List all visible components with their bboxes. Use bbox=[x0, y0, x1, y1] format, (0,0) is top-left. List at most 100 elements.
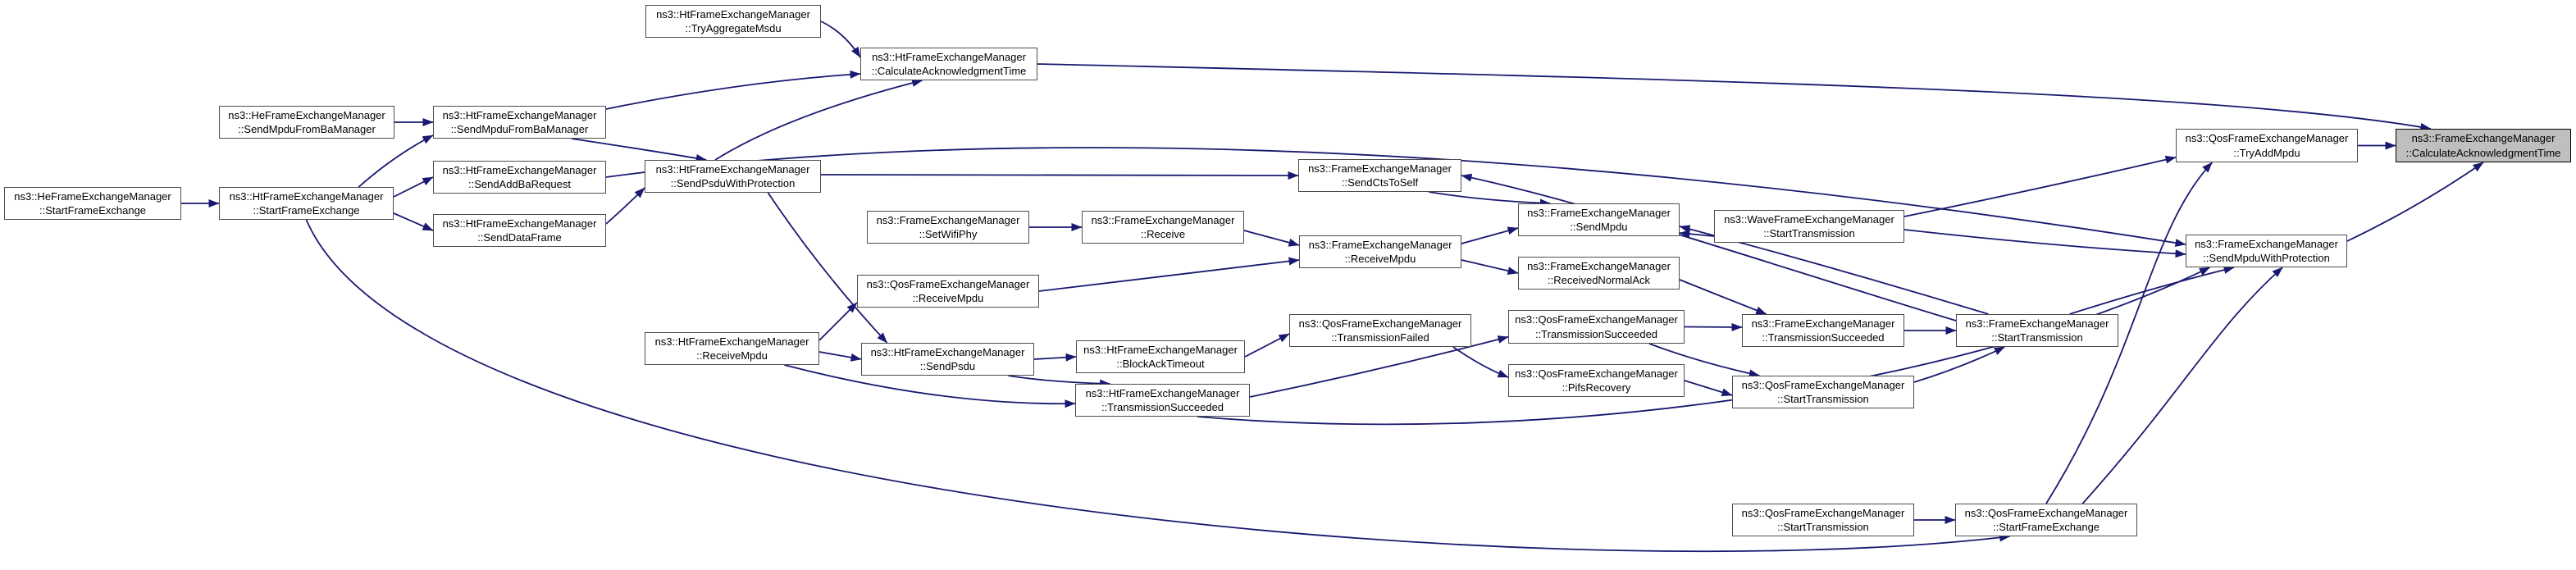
graph-node-ht-send-add-ba-request[interactable]: ns3::HtFrameExchangeManager::SendAddBaRe… bbox=[433, 161, 606, 194]
graph-node-fem-receive[interactable]: ns3::FrameExchangeManager::Receive bbox=[1082, 211, 1244, 244]
node-label-line1: ns3::HtFrameExchangeManager bbox=[229, 189, 384, 203]
node-label-line2: ::ReceivedNormalAck bbox=[1548, 274, 1650, 286]
graph-node-qos-transmission-succeeded[interactable]: ns3::QosFrameExchangeManager::Transmissi… bbox=[1508, 310, 1685, 344]
edge-fem-receive-to-fem-receive-mpdu bbox=[1243, 230, 1300, 247]
graph-node-fem-send-mpdu[interactable]: ns3::FrameExchangeManager::SendMpdu bbox=[1518, 203, 1680, 236]
graph-node-ht-send-psdu-with-protection[interactable]: ns3::HtFrameExchangeManager::SendPsduWit… bbox=[645, 160, 821, 193]
edge-fem-receive-mpdu-to-fem-send-mpdu bbox=[1461, 226, 1519, 244]
node-label-line1: ns3::FrameExchangeManager bbox=[1308, 162, 1452, 175]
node-label-line1: ns3::FrameExchangeManager bbox=[876, 213, 1020, 226]
node-label-line2: ::SendPsdu bbox=[919, 360, 976, 372]
node-label-line2: ::Receive bbox=[1140, 228, 1186, 240]
edge-ht-send-data-frame-to-ht-send-psdu-with-protection bbox=[605, 187, 645, 225]
edge-qos-pifs-recovery-to-qos-start-transmission-mid bbox=[1684, 380, 1733, 397]
graph-node-ht-send-mpdu-from-ba-manager[interactable]: ns3::HtFrameExchangeManager::SendMpduFro… bbox=[433, 106, 606, 139]
graph-node-ht-calculate-acknowledgment-time[interactable]: ns3::HtFrameExchangeManager::CalculateAc… bbox=[860, 48, 1037, 80]
edge-ht-start-frame-exchange-to-ht-send-add-ba-request bbox=[393, 176, 434, 198]
edge-ht-send-mpdu-from-ba-manager-to-ht-calculate-acknowledgment-time bbox=[605, 70, 861, 110]
node-label-line1: ns3::HeFrameExchangeManager bbox=[228, 108, 385, 121]
node-label-line1: ns3::FrameExchangeManager bbox=[1527, 206, 1671, 219]
graph-node-fem-calculate-acknowledgment-time[interactable]: ns3::FrameExchangeManager::CalculateAckn… bbox=[2396, 129, 2571, 162]
edge-fem-start-transmission-to-fem-send-cts-to-self bbox=[1461, 173, 1957, 321]
node-label-line2: ::TransmissionSucceeded bbox=[1762, 331, 1885, 344]
node-label-line2: ::CalculateAcknowledgmentTime bbox=[871, 65, 1027, 77]
node-label-line1: ns3::HtFrameExchangeManager bbox=[870, 345, 1025, 358]
node-label-line1: ns3::QosFrameExchangeManager bbox=[1741, 506, 1905, 519]
graph-node-ht-try-aggregate-msdu[interactable]: ns3::HtFrameExchangeManager::TryAggregat… bbox=[645, 5, 821, 38]
graph-node-fem-transmission-succeeded[interactable]: ns3::FrameExchangeManager::TransmissionS… bbox=[1742, 314, 1904, 347]
node-label-line2: ::StartFrameExchange bbox=[39, 204, 147, 217]
node-label-line1: ns3::HeFrameExchangeManager bbox=[14, 189, 171, 203]
node-label-line1: ns3::HtFrameExchangeManager bbox=[442, 163, 597, 176]
edge-ht-send-mpdu-from-ba-manager-to-ht-send-psdu-with-protection bbox=[571, 138, 707, 162]
node-label-line1: ns3::HtFrameExchangeManager bbox=[442, 217, 597, 230]
node-label-line1: ns3::QosFrameExchangeManager bbox=[866, 277, 1030, 290]
graph-node-fem-send-cts-to-self[interactable]: ns3::FrameExchangeManager::SendCtsToSelf bbox=[1298, 159, 1461, 192]
graph-node-qos-pifs-recovery[interactable]: ns3::QosFrameExchangeManager::PifsRecove… bbox=[1508, 364, 1685, 397]
graph-node-ht-receive-mpdu[interactable]: ns3::HtFrameExchangeManager::ReceiveMpdu bbox=[645, 332, 819, 365]
node-label-line2: ::SendPsduWithProtection bbox=[670, 177, 796, 189]
edge-qos-start-frame-exchange-to-fem-send-mpdu-with-protection bbox=[2081, 267, 2283, 504]
edge-qos-transmission-succeeded-to-fem-transmission-succeeded bbox=[1684, 322, 1743, 331]
graph-node-he-send-mpdu-from-ba-manager[interactable]: ns3::HeFrameExchangeManager::SendMpduFro… bbox=[219, 106, 394, 139]
graph-node-qos-transmission-failed[interactable]: ns3::QosFrameExchangeManager::Transmissi… bbox=[1289, 314, 1471, 347]
node-label-line1: ns3::QosFrameExchangeManager bbox=[1964, 506, 2128, 519]
graph-node-ht-send-psdu[interactable]: ns3::HtFrameExchangeManager::SendPsdu bbox=[861, 343, 1034, 376]
edge-ht-send-psdu-with-protection-to-ht-calculate-acknowledgment-time bbox=[714, 79, 923, 161]
edge-fem-send-cts-to-self-to-fem-send-mpdu bbox=[1429, 191, 1551, 207]
graph-node-ht-start-frame-exchange[interactable]: ns3::HtFrameExchangeManager::StartFrameE… bbox=[219, 187, 394, 220]
node-label-line1: ns3::HtFrameExchangeManager bbox=[442, 108, 597, 121]
graph-node-fem-received-normal-ack[interactable]: ns3::FrameExchangeManager::ReceivedNorma… bbox=[1518, 257, 1680, 290]
node-label-line2: ::StartFrameExchange bbox=[253, 204, 360, 217]
edge-wave-start-transmission-to-fem-send-mpdu bbox=[1679, 230, 1715, 239]
graph-node-qos-start-frame-exchange[interactable]: ns3::QosFrameExchangeManager::StartFrame… bbox=[1955, 504, 2137, 536]
graph-node-ht-transmission-succeeded[interactable]: ns3::HtFrameExchangeManager::Transmissio… bbox=[1075, 384, 1250, 417]
node-label-line1: ns3::HtFrameExchangeManager bbox=[656, 7, 810, 21]
node-label-line2: ::StartTransmission bbox=[1777, 393, 1869, 405]
node-label-line2: ::SendMpdu bbox=[1570, 221, 1628, 233]
node-label-line2: ::PifsRecovery bbox=[1562, 381, 1631, 394]
node-label-line2: ::CalculateAcknowledgmentTime bbox=[2405, 146, 2561, 159]
node-label-line1: ns3::FrameExchangeManager bbox=[1965, 317, 2109, 330]
node-label-line1: ns3::HtFrameExchangeManager bbox=[872, 50, 1026, 63]
node-label-line2: ::SendMpduWithProtection bbox=[2203, 252, 2330, 264]
edge-qos-start-transmission-mid-to-fem-start-transmission bbox=[1913, 346, 2005, 383]
graph-node-fem-set-wifi-phy[interactable]: ns3::FrameExchangeManager::SetWifiPhy bbox=[867, 211, 1029, 244]
node-label-line2: ::SetWifiPhy bbox=[919, 228, 978, 240]
node-label-line2: ::StartFrameExchange bbox=[1992, 521, 2100, 533]
node-label-line1: ns3::FrameExchangeManager bbox=[1308, 238, 1452, 251]
graph-node-wave-start-transmission[interactable]: ns3::WaveFrameExchangeManager::StartTran… bbox=[1714, 210, 1904, 243]
graph-node-fem-start-transmission[interactable]: ns3::FrameExchangeManager::StartTransmis… bbox=[1956, 314, 2118, 347]
node-label-line1: ns3::QosFrameExchangeManager bbox=[1515, 313, 1678, 326]
edge-qos-receive-mpdu-to-fem-receive-mpdu bbox=[1038, 257, 1300, 292]
node-label-line2: ::ReceiveMpdu bbox=[696, 349, 768, 362]
node-label-line1: ns3::QosFrameExchangeManager bbox=[1741, 378, 1905, 391]
node-label-line2: ::TransmissionSucceeded bbox=[1534, 327, 1658, 340]
edge-fem-received-normal-ack-to-fem-transmission-succeeded bbox=[1679, 279, 1767, 315]
node-label-line2: ::SendMpduFromBaManager bbox=[450, 123, 589, 135]
node-label-line2: ::SendMpduFromBaManager bbox=[238, 123, 376, 135]
graph-node-ht-block-ack-timeout[interactable]: ns3::HtFrameExchangeManager::BlockAckTim… bbox=[1076, 340, 1245, 373]
graph-node-qos-start-transmission-bottom[interactable]: ns3::QosFrameExchangeManager::StartTrans… bbox=[1732, 504, 1914, 536]
graph-node-he-start-frame-exchange[interactable]: ns3::HeFrameExchangeManager::StartFrameE… bbox=[4, 187, 181, 220]
edge-ht-send-psdu-with-protection-to-fem-send-cts-to-self bbox=[820, 171, 1299, 180]
graph-node-qos-start-transmission-mid[interactable]: ns3::QosFrameExchangeManager::StartTrans… bbox=[1732, 376, 1914, 408]
graph-node-fem-receive-mpdu[interactable]: ns3::FrameExchangeManager::ReceiveMpdu bbox=[1299, 235, 1461, 268]
graph-node-qos-try-add-mpdu[interactable]: ns3::QosFrameExchangeManager::TryAddMpdu bbox=[2176, 129, 2358, 162]
edge-ht-start-frame-exchange-to-ht-send-mpdu-from-ba-manager bbox=[358, 135, 434, 188]
edge-fem-receive-mpdu-to-fem-received-normal-ack bbox=[1461, 259, 1519, 276]
node-label-line2: ::TryAggregateMsdu bbox=[685, 22, 782, 34]
node-label-line2: ::SendCtsToSelf bbox=[1341, 176, 1419, 189]
node-label-line1: ns3::QosFrameExchangeManager bbox=[2185, 132, 2349, 145]
graph-node-ht-send-data-frame[interactable]: ns3::HtFrameExchangeManager::SendDataFra… bbox=[433, 214, 606, 247]
node-label-line1: ns3::HtFrameExchangeManager bbox=[1085, 386, 1240, 399]
graph-node-qos-receive-mpdu[interactable]: ns3::QosFrameExchangeManager::ReceiveMpd… bbox=[857, 275, 1039, 308]
node-label-line2: ::TransmissionFailed bbox=[1331, 331, 1429, 344]
edge-ht-calculate-acknowledgment-time-to-fem-calculate-acknowledgment-time bbox=[1037, 63, 2432, 131]
node-label-line1: ns3::QosFrameExchangeManager bbox=[1298, 317, 1462, 330]
edge-ht-block-ack-timeout-to-qos-transmission-failed bbox=[1244, 333, 1290, 358]
edge-wave-start-transmission-to-qos-try-add-mpdu bbox=[1904, 155, 2177, 217]
graph-node-fem-send-mpdu-with-protection[interactable]: ns3::FrameExchangeManager::SendMpduWithP… bbox=[2186, 235, 2347, 267]
node-label-line1: ns3::FrameExchangeManager bbox=[1751, 317, 1895, 330]
